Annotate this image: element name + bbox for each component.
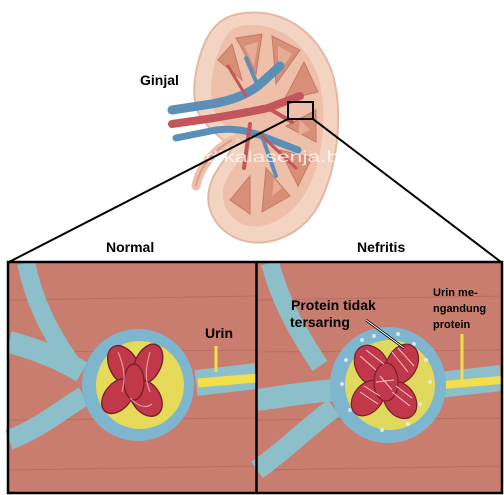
urine-protein-label-line3: protein xyxy=(433,319,471,331)
protein-unfiltered-label-line1: Protein tidak xyxy=(291,297,376,313)
kidney-label: Ginjal xyxy=(140,72,179,88)
panel-frame xyxy=(6,260,504,495)
nephritis-label: Nefritis xyxy=(357,239,405,255)
normal-panel: Urin xyxy=(5,261,258,493)
kidney-illustration xyxy=(167,11,340,244)
watermark-text: http://langitcerahdikalasenja.blogspot.c… xyxy=(36,149,468,166)
protein-unfiltered-label-line2: tersaring xyxy=(290,314,350,330)
urine-label: Urin xyxy=(205,325,233,341)
urine-protein-label-line1: Urin me- xyxy=(433,287,478,299)
nephritis-panel: Protein tidak tersaring Urin me- ngandun… xyxy=(251,260,503,493)
normal-label: Normal xyxy=(106,239,154,255)
zoom-indicator xyxy=(8,101,502,263)
urine-protein-label-line2: ngandung xyxy=(433,303,486,315)
